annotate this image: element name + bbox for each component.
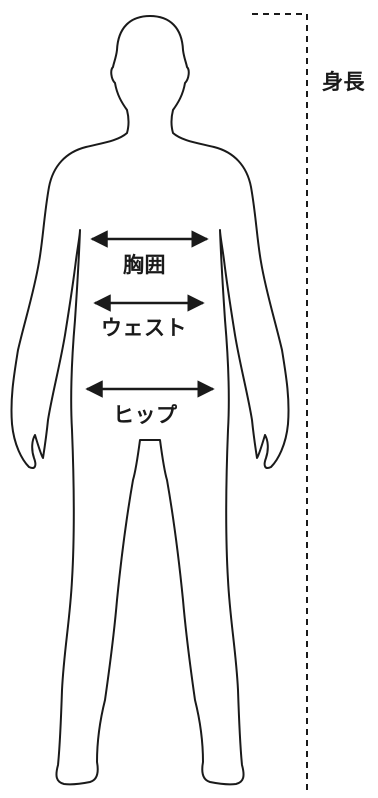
hip-label: ヒップ [113, 403, 178, 427]
waist-label: ウェスト [101, 316, 187, 340]
body-silhouette [10, 15, 290, 786]
height-label: 身長 [322, 70, 365, 94]
height-indicator [252, 13, 308, 792]
chest-label: 胸囲 [123, 253, 166, 277]
